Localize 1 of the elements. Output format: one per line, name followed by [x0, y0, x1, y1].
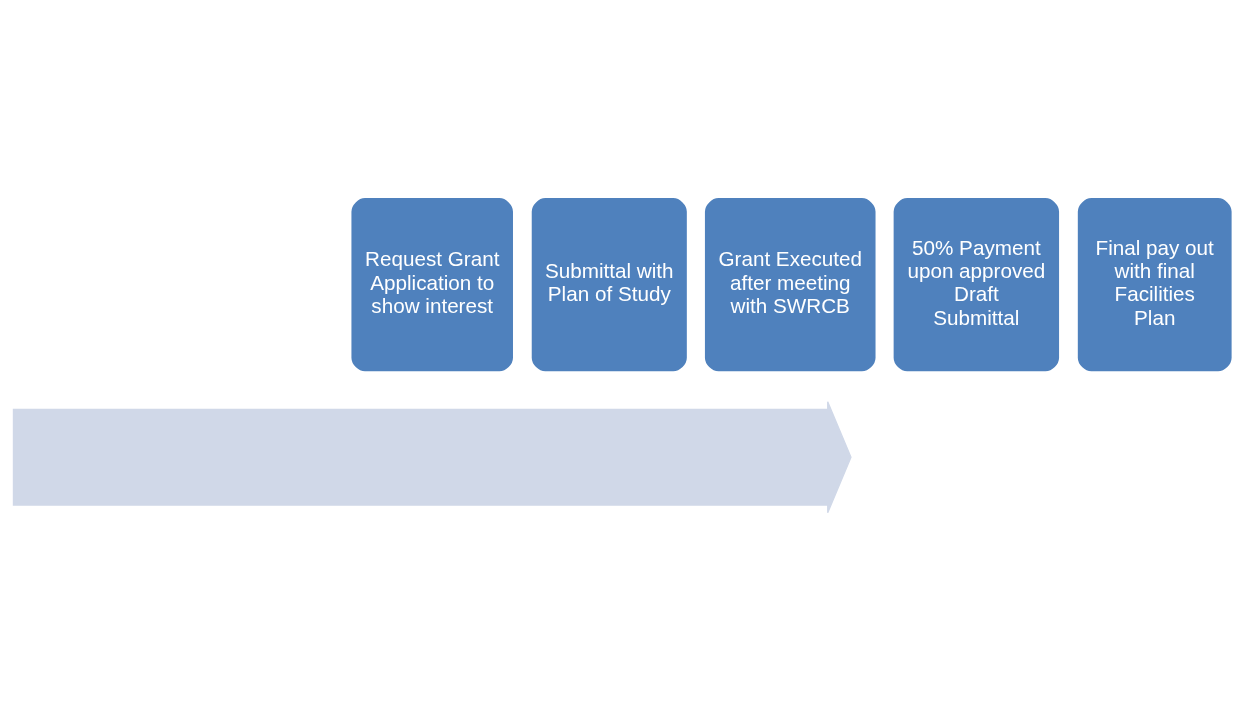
node-arrow — [12, 401, 852, 514]
